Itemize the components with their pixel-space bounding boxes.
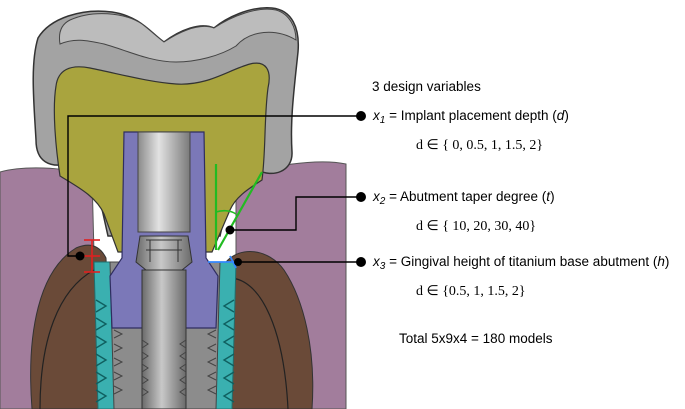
variable-x1-set: d ∈ { 0, 0.5, 1, 1.5, 2} (416, 138, 544, 153)
screw-shank-threads (141, 339, 187, 397)
variable-x3-param: h (657, 254, 665, 269)
implant-threads (95, 299, 235, 403)
screw-access-channel (137, 131, 191, 233)
variable-x1-index: 1 (379, 115, 386, 126)
variable-x3-text: = Gingival height of titanium base abutm… (385, 254, 658, 269)
bone-inner-contour-left (39, 269, 95, 409)
variable-x2-index: 2 (379, 196, 386, 207)
variable-x2-close: ) (550, 189, 555, 204)
design-variables-header: 3 design variables (372, 79, 481, 94)
leader-dots (75, 111, 366, 267)
variable-x1-label: x1 = Implant placement depth (d) (373, 108, 569, 126)
taper-marker (214, 164, 263, 251)
variable-x3-set: d ∈ {0.5, 1, 1.5, 2} (416, 284, 526, 299)
height-marker (208, 255, 238, 269)
variable-x1-close: ) (564, 108, 569, 123)
variable-x2-set: d ∈ { 10, 20, 30, 40} (416, 219, 537, 234)
variable-x2-symbol: x (373, 189, 380, 204)
total-models: Total 5x9x4 = 180 models (399, 331, 553, 346)
variable-x3-symbol: x (373, 254, 380, 269)
variable-x3-index: 3 (379, 261, 386, 272)
variable-x3-close: ) (664, 254, 670, 269)
variable-x3-label: x3 = Gingival height of titanium base ab… (373, 254, 669, 272)
leader-dot-x2-start (225, 225, 235, 235)
variable-x1-param: d (556, 108, 565, 123)
leader-dot-x2-end (356, 192, 366, 202)
crown-top-surface (59, 8, 297, 63)
screw-head-hex (146, 239, 182, 262)
variable-x2-text: = Abutment taper degree ( (385, 189, 547, 204)
leader-dot-x1-start (75, 251, 85, 261)
bone-inner-contour-right (231, 277, 289, 409)
implant-internal-threads (113, 329, 217, 395)
leader-dot-x3-end (356, 257, 366, 267)
variable-x1-symbol: x (373, 108, 380, 123)
leader-line-x2 (230, 196, 360, 231)
leader-dot-x3-start (234, 258, 242, 266)
depth-marker (84, 239, 100, 273)
leader-lines (67, 115, 360, 263)
leader-line-x1 (67, 115, 360, 257)
screw-head (135, 235, 193, 271)
variable-x2-param: t (546, 189, 551, 204)
screw-shank (141, 269, 187, 409)
leader-dot-x1-end (356, 111, 366, 121)
variable-x2-label: x2 = Abutment taper degree (t) (373, 189, 555, 207)
variable-x1-text: = Implant placement depth ( (385, 108, 557, 123)
bone-right (225, 251, 314, 409)
